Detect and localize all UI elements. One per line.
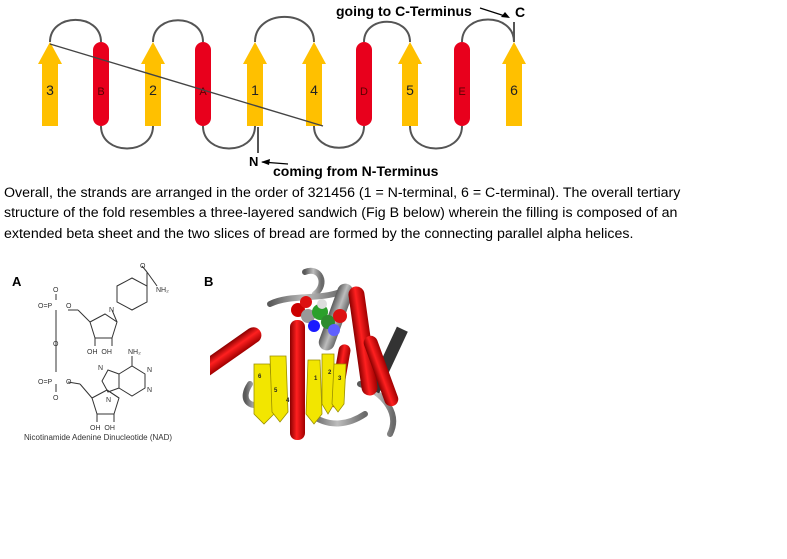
n-label: N xyxy=(249,154,258,169)
loop-7 xyxy=(363,20,411,43)
beta-strand-5: 5 xyxy=(398,42,422,126)
strand-label-1: 1 xyxy=(314,376,318,382)
topology-diagram: 3 B 2 A 1 4 D 5 E 6 going to C-Terminus C N comin… xyxy=(38,3,526,179)
ribbon-structure: 6 5 4 1 2 3 xyxy=(210,267,408,440)
c-terminus-callout: going to C-Terminus xyxy=(336,3,472,19)
loop-9 xyxy=(461,18,515,43)
atom-oh-pair-2: OH OH xyxy=(90,425,115,432)
alpha-helix-e: E xyxy=(454,42,470,126)
alpha-helix-d: D xyxy=(356,42,372,126)
beta-strand-6: 6 xyxy=(502,42,526,126)
atom-op-2: O=P xyxy=(38,379,53,386)
panel-b-label: B xyxy=(204,274,214,289)
loop-5 xyxy=(254,15,315,43)
loop-8 xyxy=(409,125,463,150)
atom-n-plus: N xyxy=(109,307,114,314)
ribose-ring-2 xyxy=(91,389,120,415)
atom-o-top: O xyxy=(53,287,59,294)
element-label: 3 xyxy=(46,82,54,98)
loop-4 xyxy=(202,125,256,150)
strand-label-5: 5 xyxy=(274,388,278,394)
c-label: C xyxy=(515,4,525,20)
strand-label-2: 2 xyxy=(328,370,332,376)
strand-label-4: 4 xyxy=(286,398,290,404)
connecting-loops xyxy=(49,15,515,150)
beta-strand-2: 2 xyxy=(141,42,165,126)
alpha-helices xyxy=(210,286,399,440)
element-label: 4 xyxy=(310,82,318,98)
element-label: 5 xyxy=(406,82,414,98)
element-label: 1 xyxy=(251,82,259,98)
atom-o-amide: O xyxy=(140,263,146,270)
atom-n-b: N xyxy=(147,387,152,394)
beta-strands xyxy=(253,353,347,425)
loop-3 xyxy=(152,19,204,43)
loop-6 xyxy=(313,125,365,149)
atom-o-bottom: O xyxy=(53,395,59,402)
element-label: E xyxy=(458,86,465,98)
imidazole-ring xyxy=(101,369,120,393)
atom-nh2-amide: NH₂ xyxy=(156,287,169,294)
pyridinium-ring xyxy=(116,277,148,311)
atom-oh-pair-1: OH OH xyxy=(87,349,112,356)
n-arrow-head xyxy=(261,159,270,165)
element-label: 2 xyxy=(149,82,157,98)
nad-structure: O O=P O O O=P O O NH₂ O N OH OH NH₂ N N … xyxy=(38,263,169,432)
atom-o-bridge: O xyxy=(53,341,59,348)
nad-caption: Nicotinamide Adenine Dinucleotide (NAD) xyxy=(24,433,173,442)
beta-strand-1: 1 xyxy=(243,42,267,126)
loop-2 xyxy=(100,125,154,150)
element-label: 6 xyxy=(510,82,518,98)
crossover-line xyxy=(49,43,324,127)
atom-nh2-adenine: NH₂ xyxy=(128,349,141,356)
atom-n-d: N xyxy=(106,397,111,404)
atom-op-1: O=P xyxy=(38,303,53,310)
description-paragraph: Overall, the strands are arranged in the… xyxy=(4,185,681,242)
atom-n-c: N xyxy=(98,365,103,372)
ribose-ring-1 xyxy=(89,313,118,339)
beta-strand-3: 3 xyxy=(38,42,62,126)
element-label: D xyxy=(360,86,368,98)
panel-a-label: A xyxy=(12,274,22,289)
nad-ligand xyxy=(291,296,347,336)
strand-label-3: 3 xyxy=(338,376,342,382)
atom-n-a: N xyxy=(147,367,152,374)
secondary-structure-elements: 3 B 2 A 1 4 D 5 E 6 xyxy=(38,42,526,126)
alpha-helix-a: A xyxy=(195,42,211,126)
element-label: B xyxy=(97,86,104,98)
strand-label-6: 6 xyxy=(258,374,262,380)
atom-o-link-2: O xyxy=(66,379,72,386)
atom-o-link-1: O xyxy=(66,303,72,310)
element-label: A xyxy=(199,86,207,98)
beta-strand-4: 4 xyxy=(302,42,326,126)
n-terminus-callout: coming from N-Terminus xyxy=(273,163,439,179)
c-arrow-head xyxy=(501,12,510,18)
loop-1 xyxy=(49,19,102,43)
adenine-ring xyxy=(118,365,146,397)
alpha-helix-b: B xyxy=(93,42,109,126)
